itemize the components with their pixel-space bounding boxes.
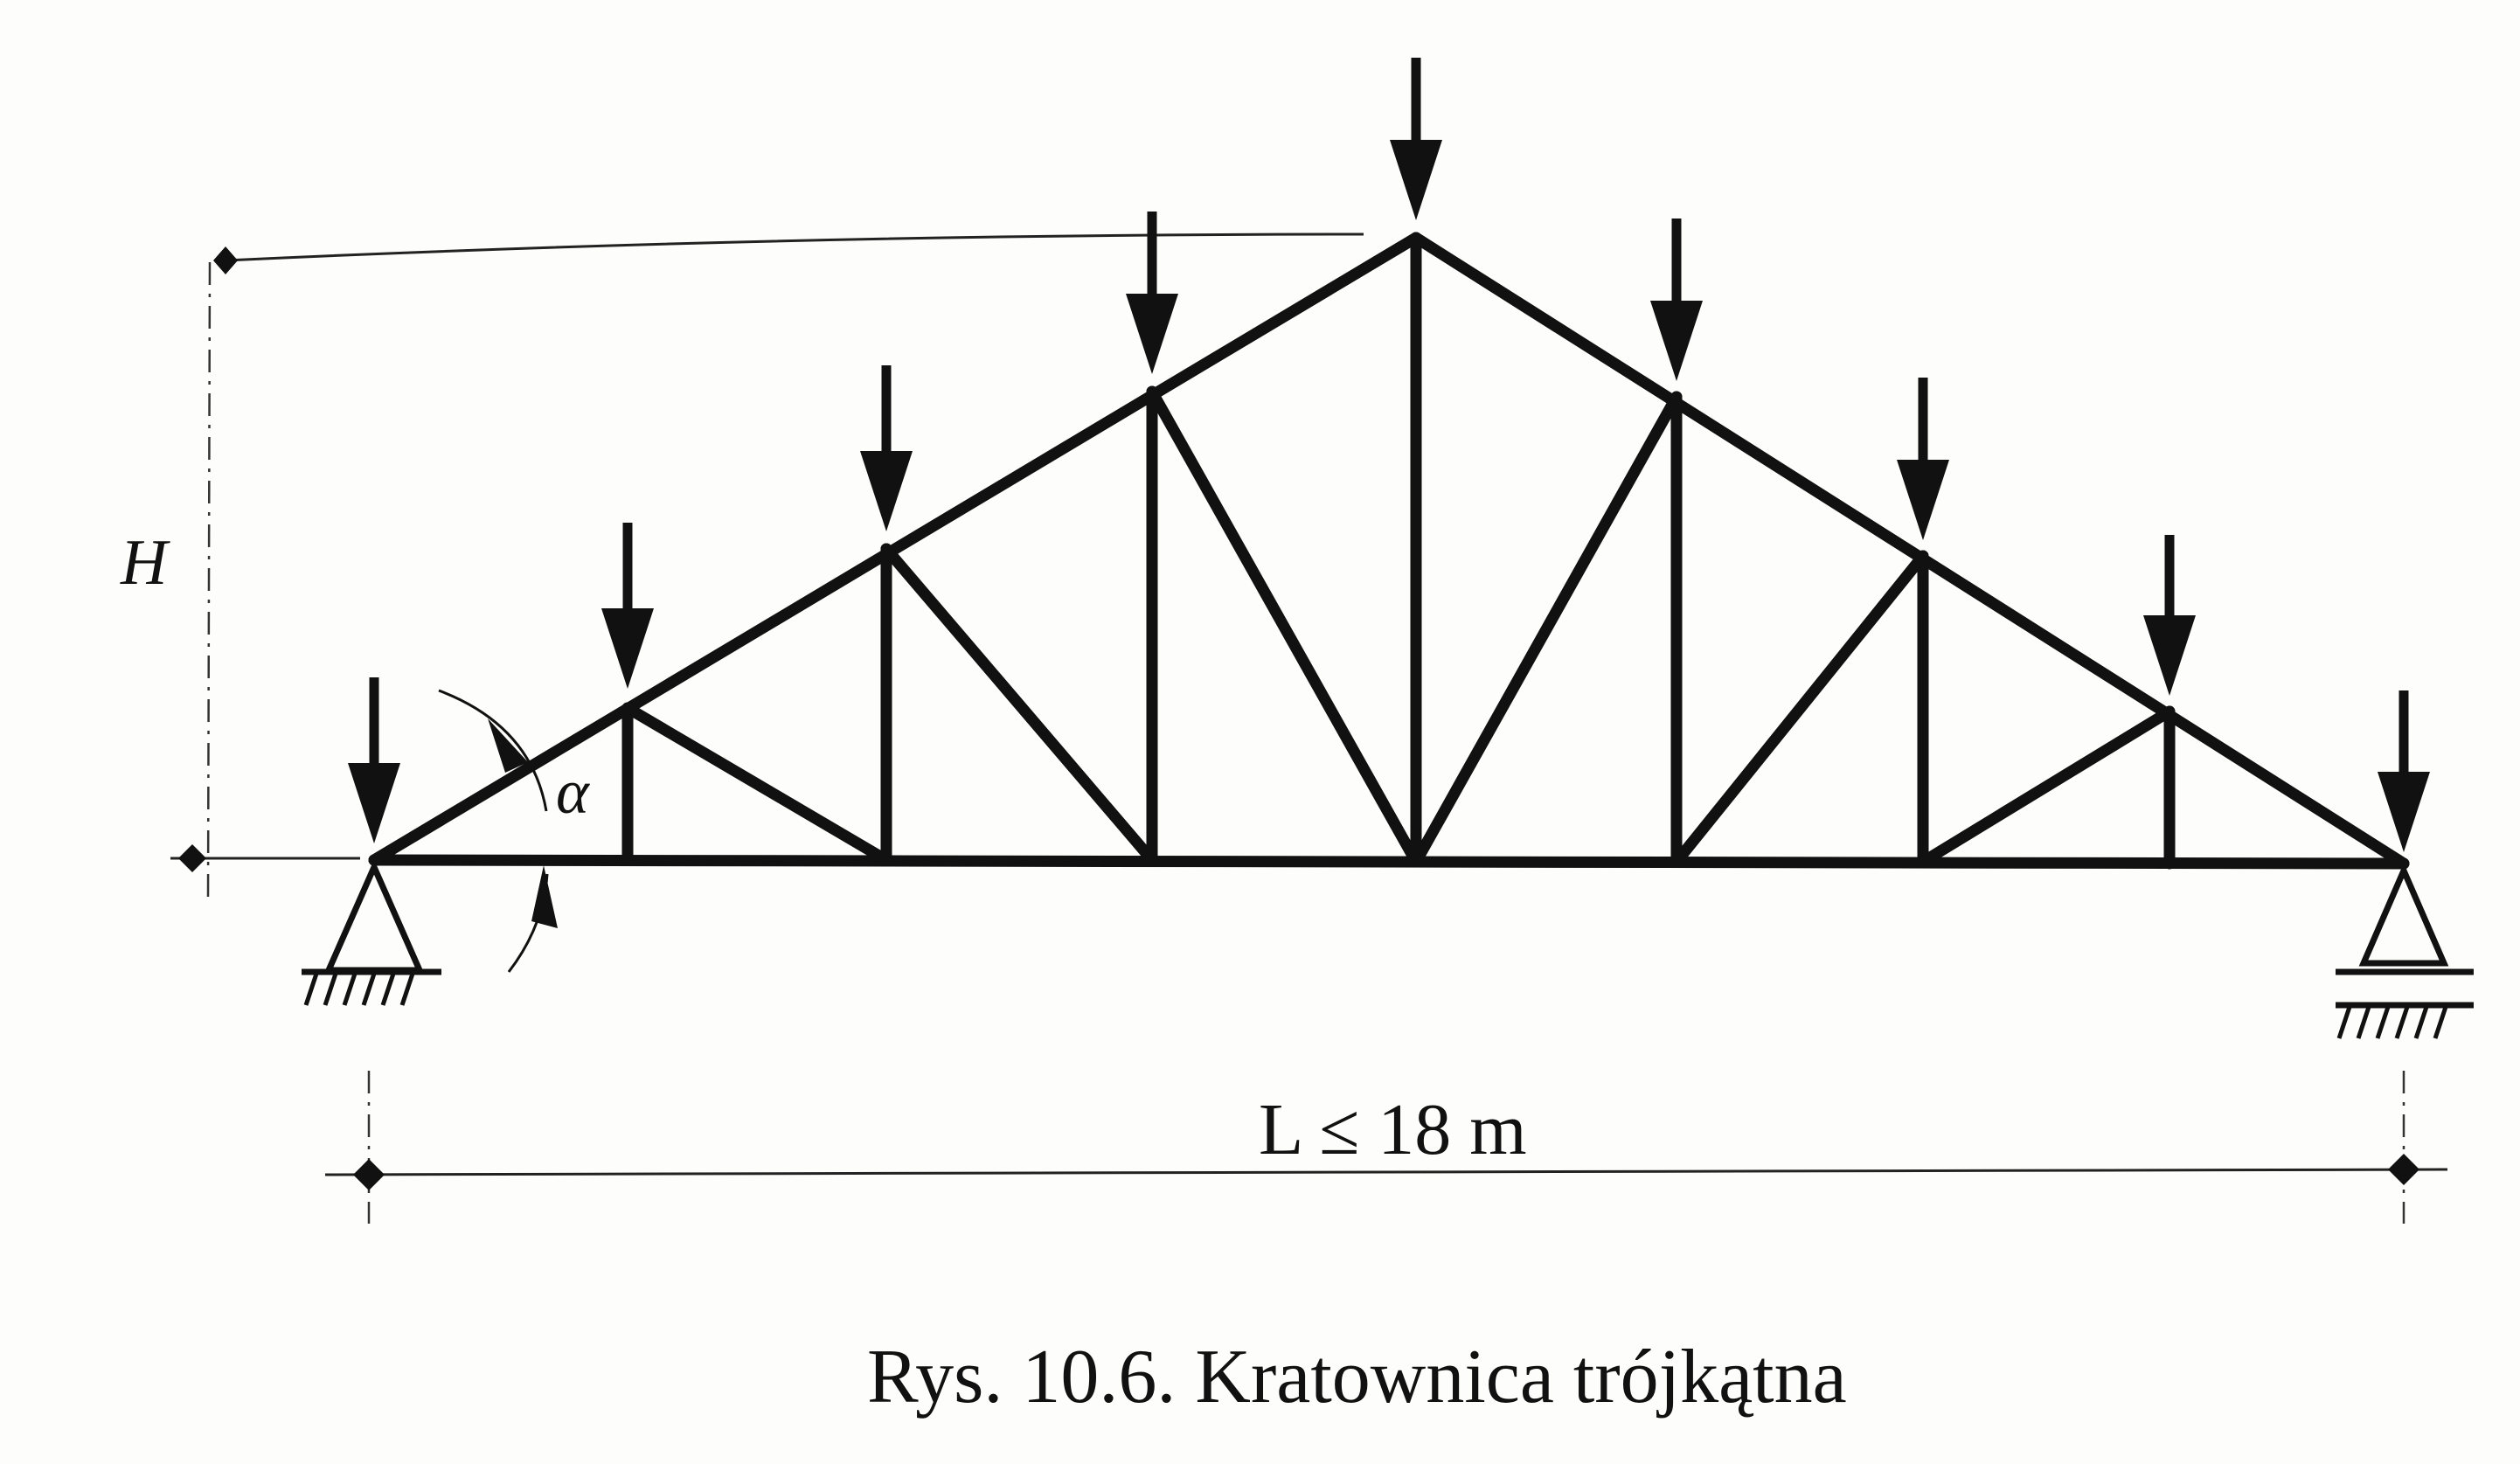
diagonal-member — [621, 702, 892, 866]
hatch-line — [399, 973, 415, 1006]
ground-hatch — [2336, 1006, 2448, 1039]
span-tick-left — [353, 1159, 385, 1190]
diagonal-member — [1146, 385, 1422, 868]
arrow-down-icon — [601, 608, 654, 689]
span-label: L ≤ 18 m — [1259, 1089, 1527, 1170]
diagonal-member — [1917, 705, 2176, 868]
arrow-down-icon — [2378, 772, 2430, 852]
top-extension-line — [225, 232, 1364, 262]
height-dimension-line — [206, 261, 212, 901]
span-dimension-line — [324, 1168, 2448, 1176]
span-dimension: L ≤ 18 m — [324, 1071, 2448, 1224]
hatch-line — [2336, 1006, 2352, 1039]
hatch-line — [2413, 1006, 2429, 1039]
ground-hatch — [303, 973, 415, 1006]
span-tick-right — [2388, 1154, 2419, 1185]
figure-caption: Rys. 10.6. Kratownica trójkątna — [867, 1335, 1847, 1419]
angle-arrow-upper — [488, 718, 528, 773]
arrow-down-icon — [860, 451, 913, 531]
arrow-down-icon — [348, 763, 400, 843]
height-label: H — [120, 527, 170, 599]
diagonal-member — [1670, 550, 1929, 868]
arrow-down-icon — [1897, 460, 1949, 540]
arrow-down-icon — [1390, 140, 1442, 220]
pin-support-triangle — [323, 859, 425, 974]
angle-indicator: α — [438, 689, 590, 973]
top-chord-left — [368, 232, 1422, 866]
hatch-line — [2433, 1006, 2448, 1039]
height-dimension: H — [120, 232, 1364, 901]
arrow-down-icon — [1126, 294, 1178, 374]
roller-support-icon — [2336, 863, 2474, 1039]
dimension-tick-bottom — [178, 844, 206, 872]
hatch-line — [2375, 1006, 2391, 1039]
hatch-line — [323, 973, 338, 1006]
hatch-line — [2394, 1006, 2410, 1039]
arrow-down-icon — [1650, 301, 1703, 381]
angle-arc-upper — [438, 689, 548, 812]
arrow-down-icon — [2143, 615, 2196, 696]
truss-members — [368, 232, 2410, 870]
bottom-chord — [368, 854, 2410, 870]
point-loads — [348, 58, 2430, 852]
angle-label: α — [556, 757, 590, 827]
pin-support-icon — [302, 859, 441, 1006]
hatch-line — [342, 973, 358, 1006]
hatch-line — [361, 973, 377, 1006]
top-chord-right — [1410, 232, 2410, 870]
roller-support-triangle — [2358, 863, 2449, 967]
diagonal-member — [880, 543, 1158, 866]
dimension-tick-top — [213, 246, 238, 274]
hatch-line — [303, 973, 319, 1006]
hatch-line — [380, 973, 396, 1006]
angle-arrow-lower — [531, 865, 558, 928]
diagonal-member — [1410, 391, 1683, 868]
hatch-line — [2356, 1006, 2371, 1039]
